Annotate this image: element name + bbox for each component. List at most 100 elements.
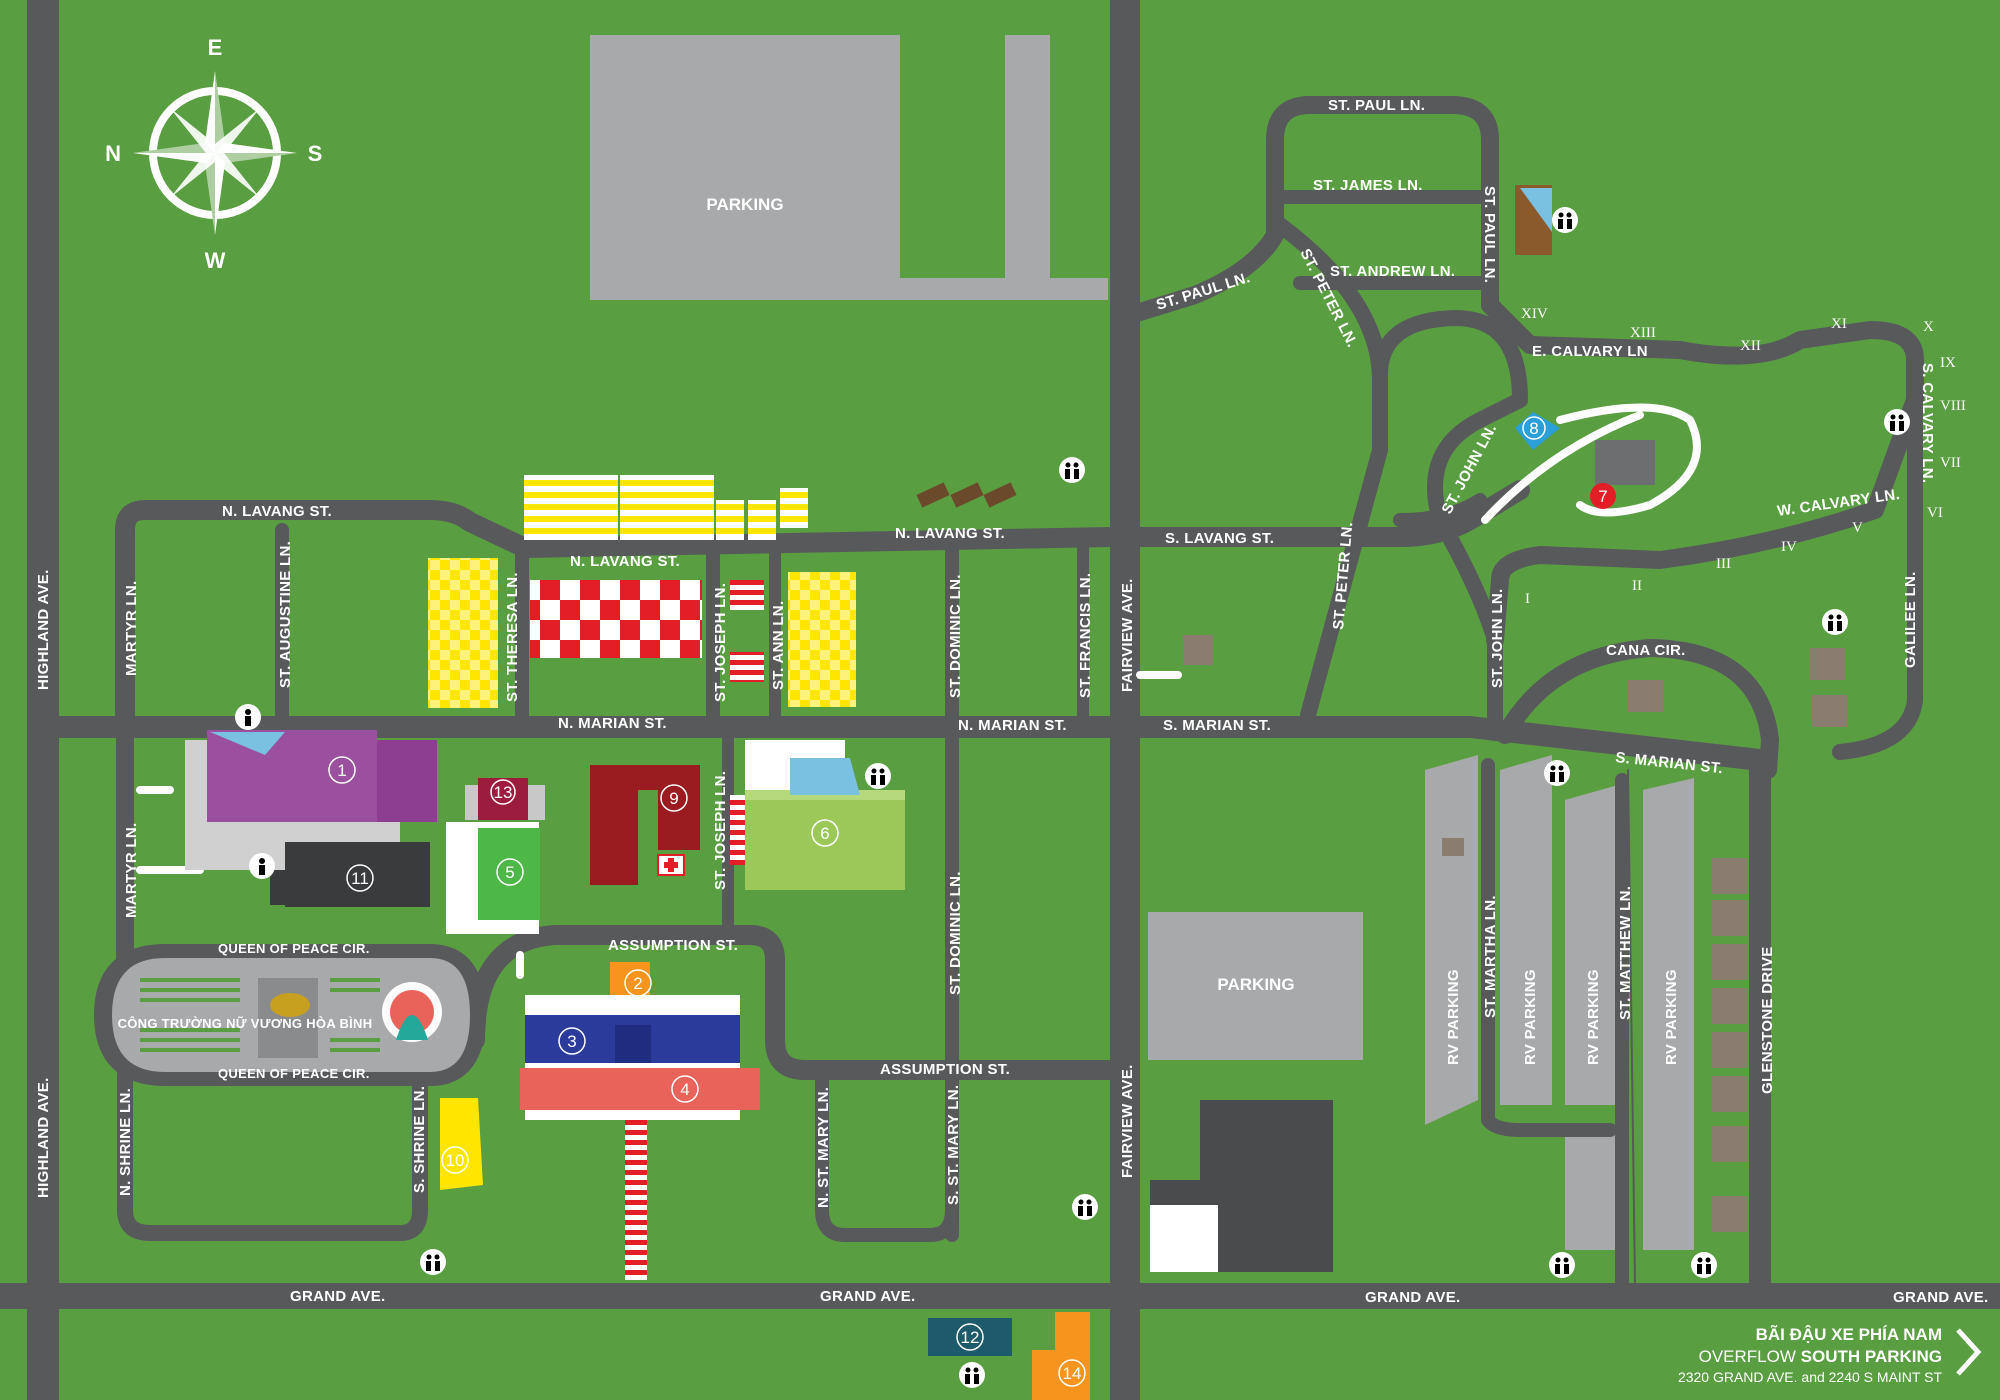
street-st-john-ln-south: ST. JOHN LN. — [1489, 589, 1506, 688]
street-s-st-mary-ln: S. ST. MARY LN. — [945, 1085, 962, 1205]
building-11[interactable]: 11 — [270, 842, 430, 907]
first-aid-icon — [657, 854, 685, 876]
street-n-marian-st-west: N. MARIAN ST. — [558, 715, 667, 732]
restroom-icon — [420, 1249, 446, 1275]
building-4[interactable]: 4 — [520, 1068, 760, 1280]
station-1: I — [1525, 591, 1530, 607]
street-martyr-ln-south: MARTYR LN. — [123, 823, 140, 919]
street-st-augustine-ln: ST. AUGUSTINE LN. — [277, 541, 294, 688]
street-galilee-ln: GALILEE LN. — [1902, 571, 1919, 668]
building-6[interactable]: 6 — [745, 740, 905, 890]
building-9[interactable]: 9 — [590, 765, 700, 885]
restroom-icon — [1884, 409, 1910, 435]
station-5: V — [1852, 520, 1863, 536]
restroom-icon — [1822, 609, 1848, 635]
compass-south: S — [308, 141, 323, 166]
building-13-number: 13 — [494, 783, 513, 802]
overflow-address: 2320 GRAND AVE. and 2240 S MAINT ST — [1678, 1369, 1943, 1385]
rv-parking-label: RV PARKING — [1585, 969, 1602, 1065]
building-8-number: 8 — [1529, 419, 1538, 438]
street-st-matthew-ln: ST. MATTHEW LN. — [1617, 886, 1634, 1020]
station-11: XI — [1831, 316, 1847, 332]
station-9: IX — [1940, 355, 1956, 371]
building-13[interactable]: 13 — [465, 778, 545, 820]
street-st-paul-ln-east: ST. PAUL LN. — [1481, 186, 1498, 283]
compass-rose: E W N S — [105, 35, 322, 273]
restroom-icons — [235, 207, 1910, 1388]
street-cana-cir: CANA CIR. — [1606, 642, 1686, 659]
building-8[interactable]: 8 — [1515, 412, 1560, 450]
street-queen-of-peace-cir-south: QUEEN OF PEACE CIR. — [218, 1066, 370, 1081]
station-10: X — [1923, 319, 1934, 335]
street-e-calvary-ln: E. CALVARY LN — [1532, 343, 1648, 360]
center-parking-label: PARKING — [1217, 975, 1294, 994]
street-n-shrine-ln: N. SHRINE LN. — [117, 1088, 134, 1196]
red-checker-tent — [530, 580, 764, 865]
houses — [1183, 635, 1847, 1232]
station-7: VII — [1940, 455, 1961, 471]
overflow-south-parking[interactable]: BÃI ĐẬU XE PHÍA NAM OVERFLOW SOUTH PARKI… — [1678, 1324, 1982, 1385]
street-n-lavang-st-center: N. LAVANG ST. — [570, 553, 680, 570]
stations-of-the-cross: I II III IV V VI VII VIII IX X XI XII XI… — [1521, 306, 1966, 607]
building-7[interactable]: 7 — [1590, 440, 1655, 509]
road-s-lavang-st — [1130, 480, 1530, 547]
street-st-james-ln: ST. JAMES LN. — [1313, 177, 1423, 194]
rv-parking-labels: RV PARKING RV PARKING RV PARKING RV PARK… — [1445, 969, 1680, 1065]
north-parking-lot: PARKING — [590, 35, 1108, 300]
compass-west: W — [205, 248, 226, 273]
restroom-icon — [1549, 1252, 1575, 1278]
restroom-icon — [1691, 1252, 1717, 1278]
center-parking-lot: PARKING — [1148, 912, 1363, 1060]
rv-parking-lots — [1425, 755, 1694, 1250]
road-st-paul-ln — [1131, 96, 1499, 321]
street-fairview-ave-south: FAIRVIEW AVE. — [1119, 1064, 1136, 1178]
street-n-marian-st-east: N. MARIAN ST. — [958, 717, 1067, 734]
street-s-shrine-ln: S. SHRINE LN. — [411, 1086, 428, 1193]
building-5-number: 5 — [505, 863, 514, 882]
restroom-building-north — [1515, 185, 1552, 255]
building-4-number: 4 — [680, 1080, 689, 1099]
building-10-number: 10 — [446, 1151, 465, 1170]
rv-parking-label: RV PARKING — [1663, 969, 1680, 1065]
restroom-icon — [865, 763, 891, 789]
station-14: XIV — [1521, 306, 1548, 322]
building-14[interactable]: 14 — [1032, 1312, 1090, 1400]
building-11-number: 11 — [351, 869, 369, 888]
building-10[interactable]: 10 — [440, 1098, 483, 1190]
yellow-tents — [428, 475, 856, 708]
north-parking-label: PARKING — [706, 195, 783, 214]
street-n-st-mary-ln: N. ST. MARY LN. — [815, 1087, 832, 1208]
building-5[interactable]: 5 — [446, 822, 540, 934]
rv-parking-label: RV PARKING — [1445, 969, 1462, 1065]
restroom-icon — [1059, 457, 1085, 483]
building-1-number: 1 — [337, 761, 346, 780]
street-assumption-st-north: ASSUMPTION ST. — [608, 937, 738, 954]
station-4: IV — [1781, 539, 1797, 555]
street-st-ann-ln: ST. ANN LN. — [770, 601, 787, 690]
dark-building-east — [1150, 1100, 1333, 1272]
building-6-number: 6 — [820, 824, 829, 843]
road-cana-cir — [1496, 639, 1779, 779]
street-martyr-ln-north: MARTYR LN. — [123, 581, 140, 677]
compass-east: E — [208, 35, 223, 60]
street-st-martha-ln: ST. MARTHA LN. — [1482, 895, 1499, 1018]
street-glenstone-drive: GLENSTONE DRIVE — [1759, 946, 1776, 1094]
overflow-title: BÃI ĐẬU XE PHÍA NAM — [1756, 1324, 1942, 1344]
building-2-number: 2 — [633, 974, 642, 993]
plaza-name: CÔNG TRƯỜNG NỮ VƯƠNG HÒA BÌNH — [118, 1016, 373, 1031]
road-calvary-ln — [1481, 296, 1924, 649]
restroom-icon — [1072, 1194, 1098, 1220]
building-3-number: 3 — [567, 1032, 576, 1051]
station-6: VI — [1927, 505, 1943, 521]
street-grand-ave-2: GRAND AVE. — [820, 1288, 916, 1305]
street-st-andrew-ln: ST. ANDREW LN. — [1330, 263, 1455, 280]
restroom-icon — [235, 704, 261, 730]
building-12[interactable]: 12 — [928, 1318, 1012, 1356]
street-st-francis-ln: ST. FRANCIS LN. — [1077, 573, 1094, 698]
building-14-number: 14 — [1063, 1364, 1082, 1383]
street-s-lavang-st: S. LAVANG ST. — [1165, 530, 1274, 547]
street-n-lavang-st-west: N. LAVANG ST. — [222, 503, 332, 520]
street-highland-ave-north: HIGHLAND AVE. — [35, 569, 52, 690]
